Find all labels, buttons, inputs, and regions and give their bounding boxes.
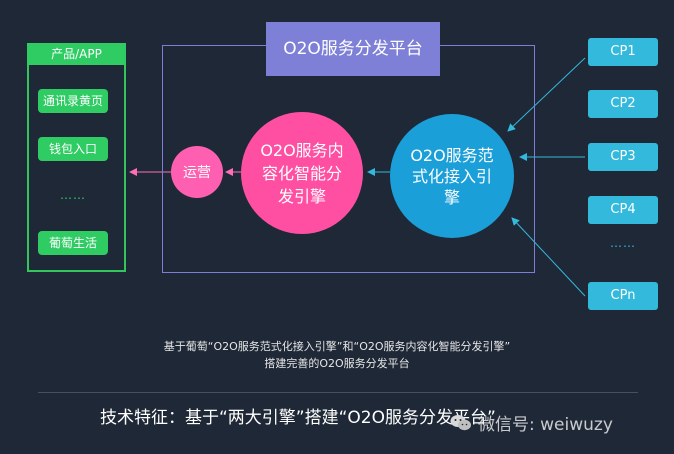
- arrow-cp1: [507, 57, 586, 132]
- format-engine-line3: 擎: [443, 187, 460, 207]
- arrow-cpn: [511, 217, 586, 297]
- smart-engine-line2: 容化智能分: [261, 163, 342, 183]
- product-ellipsis: ……: [60, 188, 86, 202]
- wechat-watermark: 微信号: weiwuzy: [450, 410, 613, 435]
- divider: [38, 392, 638, 393]
- cp-box-2: CP2: [588, 90, 658, 118]
- wechat-icon: [450, 414, 471, 430]
- cp-box-4: CP4: [588, 196, 658, 224]
- watermark-text: 微信号: weiwuzy: [478, 415, 613, 435]
- cp-box-3: CP3: [588, 143, 658, 171]
- product-item-contacts: 通讯录黄页: [38, 89, 108, 113]
- cp-ellipsis: ……: [610, 236, 636, 250]
- smart-distribution-engine: O2O服务内 容化智能分 发引擎: [241, 112, 363, 234]
- cp-box-1: CP1: [588, 38, 658, 66]
- caption-line-1: 基于葡萄“O2O服务范式化接入引擎”和“O2O服务内容化智能分发引擎”: [163, 340, 511, 353]
- cp-box-n: CPn: [588, 282, 658, 310]
- format-engine-line1: O2O服务范: [410, 145, 494, 165]
- product-item-life: 葡萄生活: [38, 231, 108, 255]
- format-access-engine: O2O服务范 式化接入引 擎: [390, 114, 514, 238]
- smart-engine-line1: O2O服务内: [260, 140, 344, 160]
- product-header: 产品/APP: [27, 43, 126, 65]
- product-item-wallet: 钱包入口: [38, 137, 108, 161]
- feature-statement: 技术特征：基于“两大引擎”搭建“O2O服务分发平台”: [100, 408, 496, 428]
- caption-line-2: 搭建完善的O2O服务分发平台: [264, 357, 410, 370]
- smart-engine-line3: 发引擎: [277, 186, 326, 206]
- platform-title: O2O服务分发平台: [266, 22, 440, 76]
- format-engine-line2: 式化接入引: [411, 166, 492, 186]
- operations-circle: 运营: [171, 146, 223, 198]
